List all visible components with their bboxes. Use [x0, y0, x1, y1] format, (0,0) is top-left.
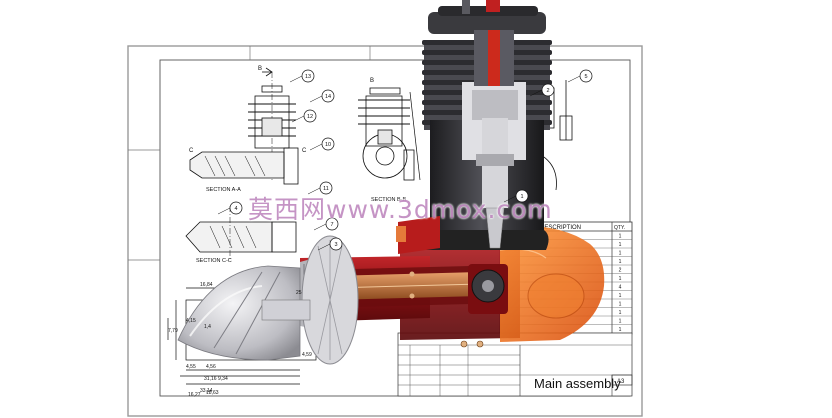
dimension-text: 25	[296, 290, 302, 296]
item-balloon	[541, 83, 555, 97]
qty-cell: 1	[619, 302, 622, 308]
qty-cell: 1	[619, 293, 622, 299]
item-balloon	[301, 69, 315, 83]
qty-cell: 2	[619, 268, 622, 274]
dimension-text: 4,59	[302, 352, 312, 358]
item-balloon	[515, 189, 529, 203]
dimension-text: 33,14	[200, 388, 213, 394]
watermark-text: 莫西网www.3dmox.com	[248, 195, 553, 224]
balloon-number: 10	[325, 142, 331, 148]
item-balloon	[321, 137, 335, 151]
qty-cell: 1	[619, 259, 622, 265]
balloon-number: 12	[307, 114, 313, 120]
qty-cell: 1	[619, 319, 622, 325]
section-label: SECTION B-B	[371, 197, 406, 203]
item-balloon	[321, 89, 335, 103]
balloon-number: 2	[546, 88, 549, 94]
section-label: SECTION A-A	[206, 187, 241, 193]
balloon-number: 5	[584, 74, 587, 80]
dimension-text: 1,4	[204, 324, 211, 330]
balloon-number: 4	[234, 206, 237, 212]
qty-cell: 4	[619, 285, 622, 291]
title-block	[397, 332, 633, 397]
balloon-number: 11	[323, 186, 329, 192]
section-b-b-view	[358, 87, 421, 181]
dimension-text: 16,84	[200, 282, 213, 288]
drawing-sheet-size: A3	[617, 379, 625, 385]
drawing-title: Main assembly	[534, 376, 621, 391]
balloon-number: 7	[330, 222, 333, 228]
balloon-number: 3	[334, 242, 337, 248]
qty-cell: 1	[619, 251, 622, 257]
section-marker: B	[258, 66, 262, 72]
dimension-text: 4,55	[186, 364, 196, 370]
section-marker: C	[189, 148, 194, 154]
section-marker: B	[370, 78, 374, 84]
item-balloon	[579, 69, 593, 83]
qty-cell: 1	[619, 310, 622, 316]
balloon-number: 13	[305, 74, 311, 80]
item-balloon	[329, 237, 343, 251]
qty-cell: 1	[619, 242, 622, 248]
dimension-text: 4,56	[206, 364, 216, 370]
dimension-text: 18,63	[206, 390, 219, 396]
qty-header: QTY.	[614, 225, 625, 231]
item-balloon	[303, 109, 317, 123]
dimension-text: 16,27	[188, 392, 201, 398]
dimension-text: 9,34	[218, 376, 228, 382]
qty-cell: 1	[619, 327, 622, 333]
qty-cell: 1	[619, 234, 622, 240]
section-label: SECTION C-C	[196, 258, 232, 264]
item-balloon	[229, 201, 243, 215]
section-c-c-view	[185, 206, 297, 260]
item-balloon	[325, 217, 339, 231]
engine-3d-render	[177, 0, 605, 365]
description-header: DESCRIPTION	[540, 225, 581, 231]
balloon-number: 14	[325, 94, 331, 100]
section-a-a-view	[189, 67, 299, 185]
dimension-text: 4,15	[186, 318, 196, 324]
qty-cell: 1	[619, 276, 622, 282]
item-balloon	[319, 181, 333, 195]
dimension-text: 7,79	[168, 328, 178, 334]
dimension-text: 31,16	[204, 376, 217, 382]
section-marker: C	[302, 148, 307, 154]
balloon-number: 1	[520, 194, 523, 200]
